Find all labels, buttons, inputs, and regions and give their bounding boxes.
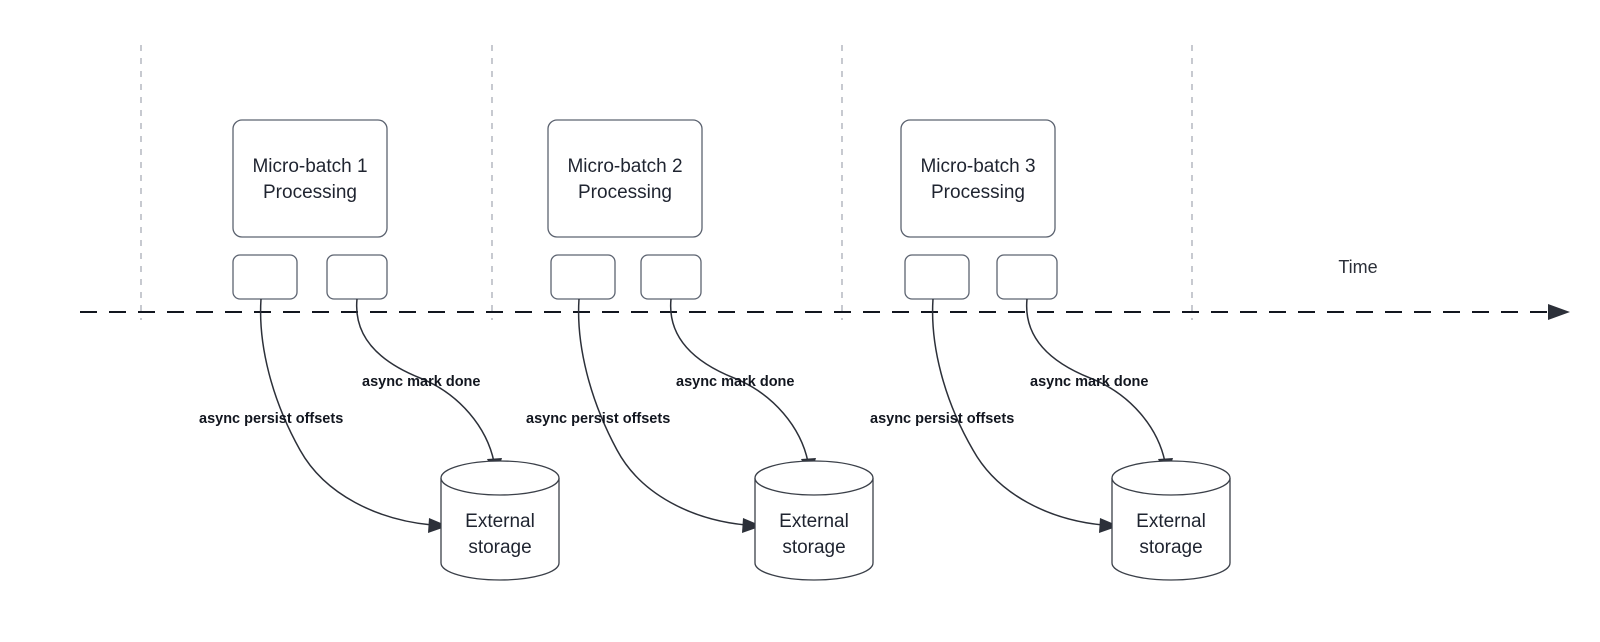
micro-batch-1-node[interactable]: Micro-batch 1 Processing: [232, 119, 388, 238]
task-box-3b[interactable]: [996, 254, 1058, 300]
external-storage-2-node[interactable]: External storage: [754, 460, 874, 581]
edge-persist-offsets-1-arrowhead: [428, 518, 448, 533]
external-storage-2-label-line1: External: [779, 511, 849, 532]
edge-mark-done-3-label: async mark done: [1030, 374, 1148, 390]
micro-batch-1-label-line1: Micro-batch 1: [252, 156, 367, 177]
external-storage-1-label-line2: storage: [468, 537, 531, 558]
edge-persist-offsets-1-label: async persist offsets: [199, 411, 343, 427]
micro-batch-2-label-line1: Micro-batch 2: [567, 156, 682, 177]
edge-persist-offsets-2-label: async persist offsets: [526, 411, 670, 427]
external-storage-3-body[interactable]: [1111, 478, 1231, 581]
external-storage-3-label-line1: External: [1136, 511, 1206, 532]
micro-batch-3-label-line2: Processing: [931, 182, 1025, 203]
edge-mark-done-1-path: [355, 298, 495, 463]
external-storage-3-node[interactable]: External storage: [1111, 460, 1231, 581]
micro-batch-2-node[interactable]: Micro-batch 2 Processing: [547, 119, 703, 238]
edge-mark-done-2-path: [669, 298, 809, 463]
edge-mark-done-1-label: async mark done: [362, 374, 480, 390]
edge-persist-offsets-3-path: [931, 298, 1104, 526]
group-2: Micro-batch 2 Processing async persist o…: [526, 119, 874, 581]
time-axis: Time: [80, 257, 1570, 320]
micro-batch-3-box[interactable]: [900, 119, 1056, 238]
edge-persist-offsets-1-path: [259, 298, 433, 526]
micro-batch-1-box[interactable]: [232, 119, 388, 238]
micro-batch-3-node[interactable]: Micro-batch 3 Processing: [900, 119, 1056, 238]
edge-persist-offsets-2-path: [577, 298, 747, 526]
edge-persist-offsets-3-label: async persist offsets: [870, 411, 1014, 427]
right-arrow-icon: [1548, 304, 1570, 320]
task-box-2a[interactable]: [550, 254, 616, 300]
external-storage-3-label-line2: storage: [1139, 537, 1202, 558]
task-box-1a[interactable]: [232, 254, 298, 300]
external-storage-2-top: [754, 460, 874, 496]
external-storage-1-top: [440, 460, 560, 496]
external-storage-3-top: [1111, 460, 1231, 496]
micro-batch-3-label-line1: Micro-batch 3: [920, 156, 1035, 177]
external-storage-1-node[interactable]: External storage: [440, 460, 560, 581]
external-storage-1-body[interactable]: [440, 478, 560, 581]
task-box-1b[interactable]: [326, 254, 388, 300]
edge-mark-done-2-label: async mark done: [676, 374, 794, 390]
group-1: Micro-batch 1 Processing async persist o…: [199, 119, 560, 581]
task-box-3a[interactable]: [904, 254, 970, 300]
micro-batch-2-label-line2: Processing: [578, 182, 672, 203]
micro-batch-1-label-line2: Processing: [263, 182, 357, 203]
time-axis-label: Time: [1338, 257, 1377, 277]
edge-persist-offsets-3-arrowhead: [1099, 518, 1119, 533]
edge-mark-done-3-path: [1025, 298, 1166, 463]
external-storage-2-label-line2: storage: [782, 537, 845, 558]
task-box-2b[interactable]: [640, 254, 702, 300]
group-3: Micro-batch 3 Processing async persist o…: [870, 119, 1231, 581]
external-storage-2-body[interactable]: [754, 478, 874, 581]
external-storage-1-label-line1: External: [465, 511, 535, 532]
edge-persist-offsets-2-arrowhead: [742, 518, 762, 533]
micro-batch-2-box[interactable]: [547, 119, 703, 238]
